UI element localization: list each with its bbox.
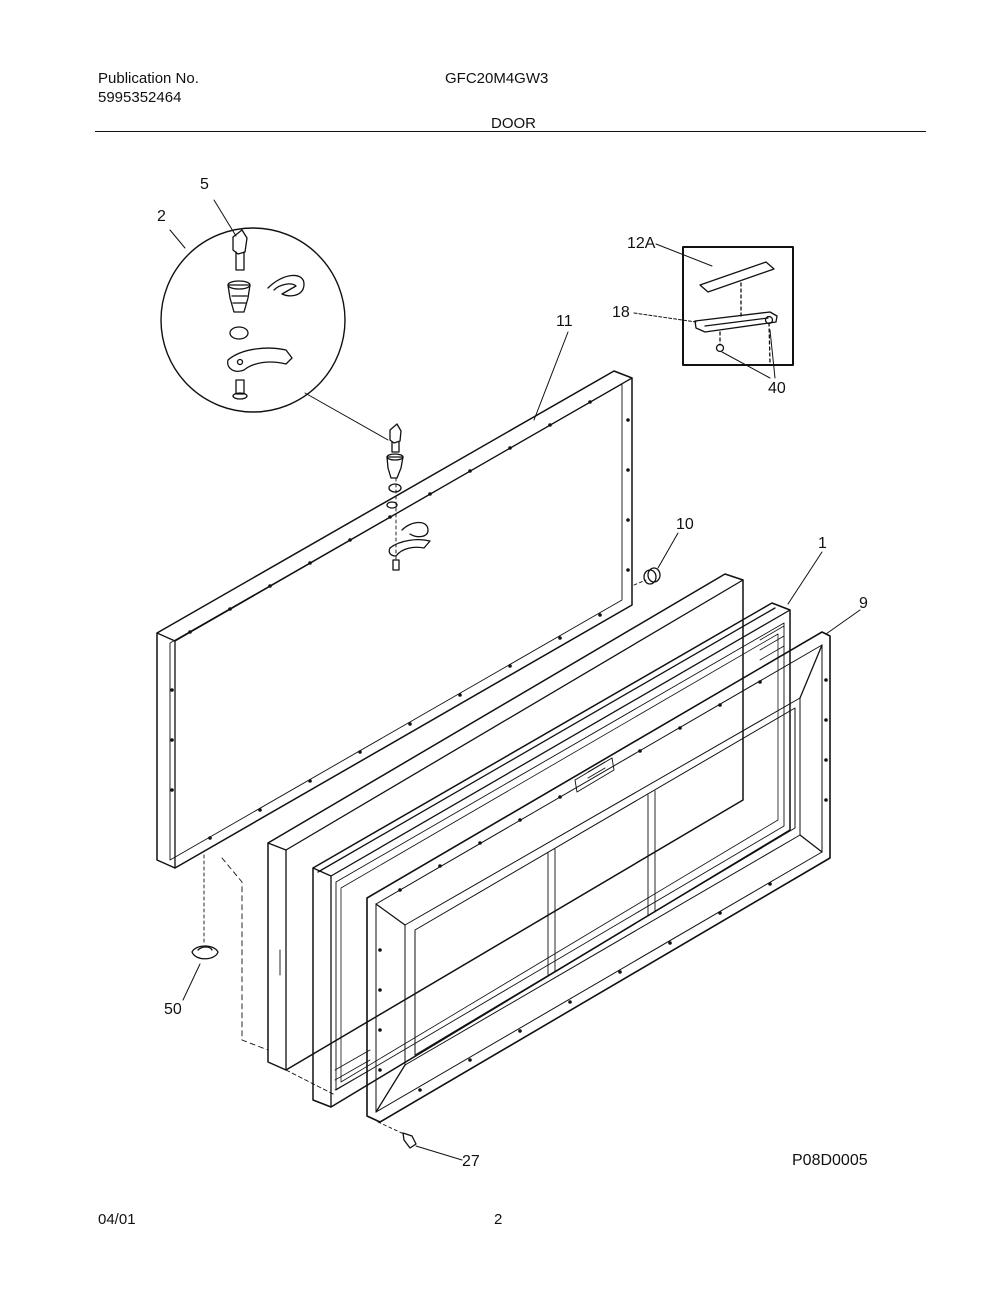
header-divider xyxy=(95,131,926,132)
callout-18: 18 xyxy=(612,304,630,321)
publication-label: Publication No. xyxy=(98,70,199,87)
handle-inset-box xyxy=(634,244,793,378)
drawing-code: P08D0005 xyxy=(792,1152,868,1169)
callout-5: 5 xyxy=(200,176,209,193)
callout-27: 27 xyxy=(462,1153,480,1170)
callout-11: 11 xyxy=(556,313,573,330)
footer-date: 04/01 xyxy=(98,1211,136,1228)
page-number: 2 xyxy=(494,1211,503,1228)
section-title: DOOR xyxy=(491,115,536,132)
callout-50: 50 xyxy=(164,1001,182,1018)
callout-9: 9 xyxy=(859,595,868,612)
model-number: GFC20M4GW3 xyxy=(445,70,549,87)
publication-number: 5995352464 xyxy=(98,89,182,106)
hinge-cap-50 xyxy=(183,855,335,1095)
callout-40: 40 xyxy=(768,380,786,397)
inner-door-liner xyxy=(157,332,632,868)
door-gasket xyxy=(313,603,790,1107)
callout-2: 2 xyxy=(157,208,166,225)
bumper-10 xyxy=(634,533,678,585)
outer-door-panel xyxy=(367,632,830,1122)
callout-12a: 12A xyxy=(627,235,656,252)
screw-27 xyxy=(378,1122,462,1160)
callout-1: 1 xyxy=(818,535,827,552)
lock-parts-exploded xyxy=(387,424,430,570)
callout-10: 10 xyxy=(676,516,694,533)
insulation-panel xyxy=(268,574,743,1070)
lock-detail-circle xyxy=(161,200,388,440)
